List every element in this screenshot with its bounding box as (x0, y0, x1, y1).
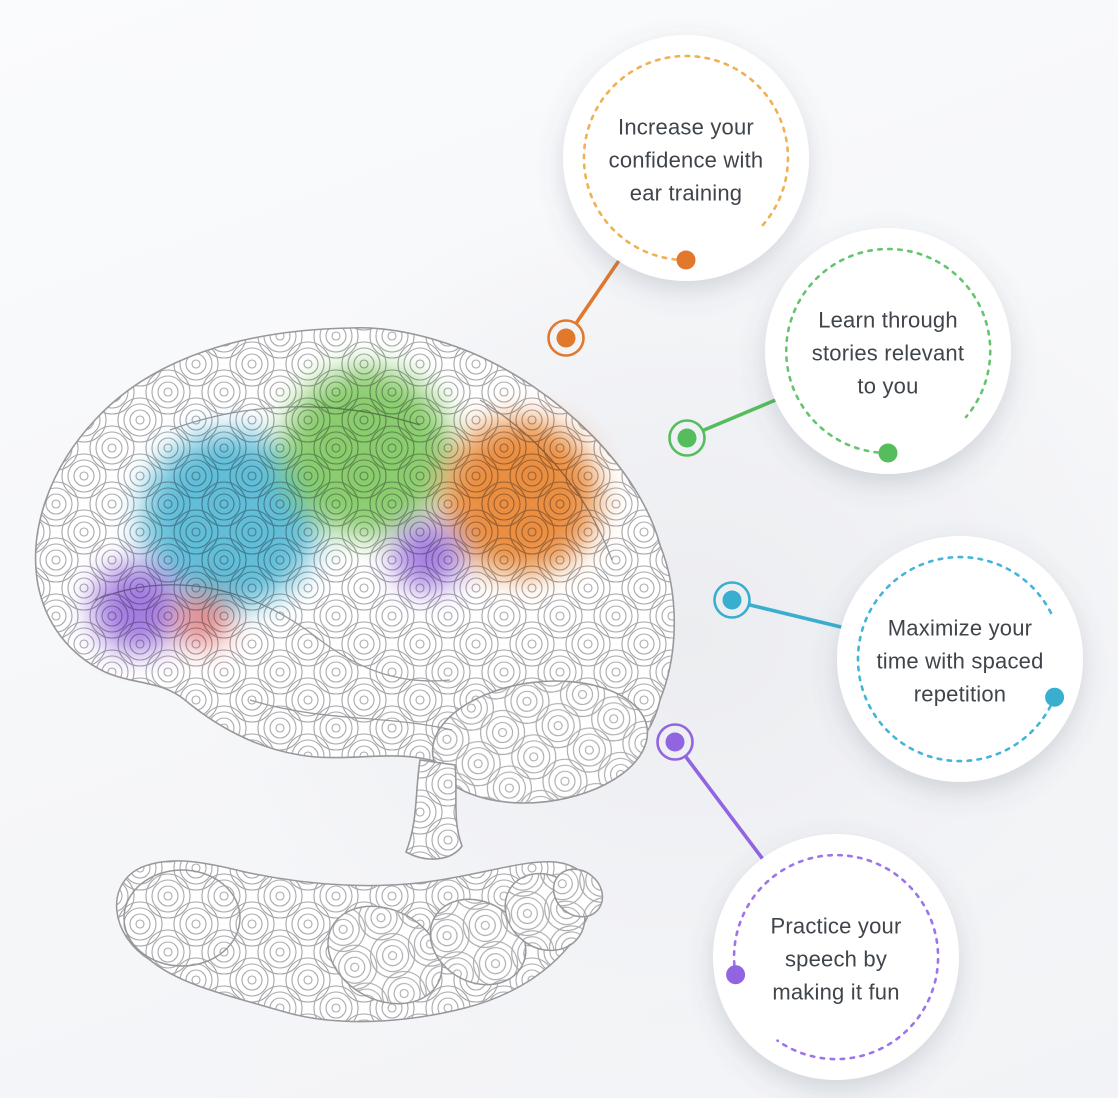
hand-illustration (115, 860, 604, 1023)
hand-wrist-mass (123, 869, 241, 967)
hand-thumb-mass (327, 905, 443, 1005)
bubble-speech-fun (713, 834, 959, 1080)
callout-text-stories: Learn through stories relevant to you (811, 307, 965, 399)
connector-line-ear-training (575, 260, 620, 324)
ring-dot-ear-training (676, 250, 696, 270)
callout-bubbles (563, 35, 1083, 1080)
ring-dots (676, 250, 1065, 985)
brain-region-orange (442, 419, 598, 575)
brain-region-highlights (93, 367, 598, 652)
marker-dot (722, 590, 742, 610)
brain-region-green (282, 367, 452, 537)
marker-ring-ear-training (547, 319, 585, 357)
marker-rings (547, 319, 751, 761)
brain-cerebellum (431, 680, 649, 804)
callout-text-ear-training: Increase your confidence with ear traini… (608, 114, 764, 206)
ring-dot-speech-fun (726, 965, 746, 985)
bubble-ear-training (563, 35, 809, 281)
marker-dot (677, 428, 697, 448)
dashed-rings (582, 54, 1056, 1061)
connector-line-spaced-repetition (748, 603, 843, 629)
bubble-spaced-repetition (837, 536, 1083, 782)
marker-ring-stories (668, 419, 706, 457)
callout-text-speech-fun: Practice your speech by making it fun (770, 913, 902, 1005)
dashed-ring-speech-fun (732, 853, 940, 1061)
ring-dot-spaced-repetition (1045, 687, 1065, 707)
connector-lines (575, 260, 843, 860)
hand-finger-mass-1 (429, 898, 527, 986)
marker-ring-spaced-repetition (713, 581, 751, 619)
brain-region-purple-small (394, 522, 462, 590)
connector-line-speech-fun (684, 755, 764, 860)
marker-ring-speech-fun (656, 723, 694, 761)
hand-fingertip-mass (552, 868, 604, 918)
marker-dot (665, 732, 685, 752)
marker-outer-ring (547, 319, 585, 357)
callout-text-spaced-repetition: Maximize your time with spaced repetitio… (876, 615, 1044, 707)
dashed-ring-spaced-repetition (856, 555, 1056, 763)
brain-region-red (176, 593, 230, 647)
marker-outer-ring (668, 419, 706, 457)
brain-stem (404, 759, 463, 860)
brain-region-blue (142, 432, 318, 608)
connector-line-stories (702, 397, 780, 432)
ring-dot-stories (878, 443, 898, 463)
bubble-stories (765, 228, 1011, 474)
marker-outer-ring (656, 723, 694, 761)
marker-dot (556, 328, 576, 348)
brain-region-purple-large (93, 564, 181, 652)
marker-outer-ring (713, 581, 751, 619)
